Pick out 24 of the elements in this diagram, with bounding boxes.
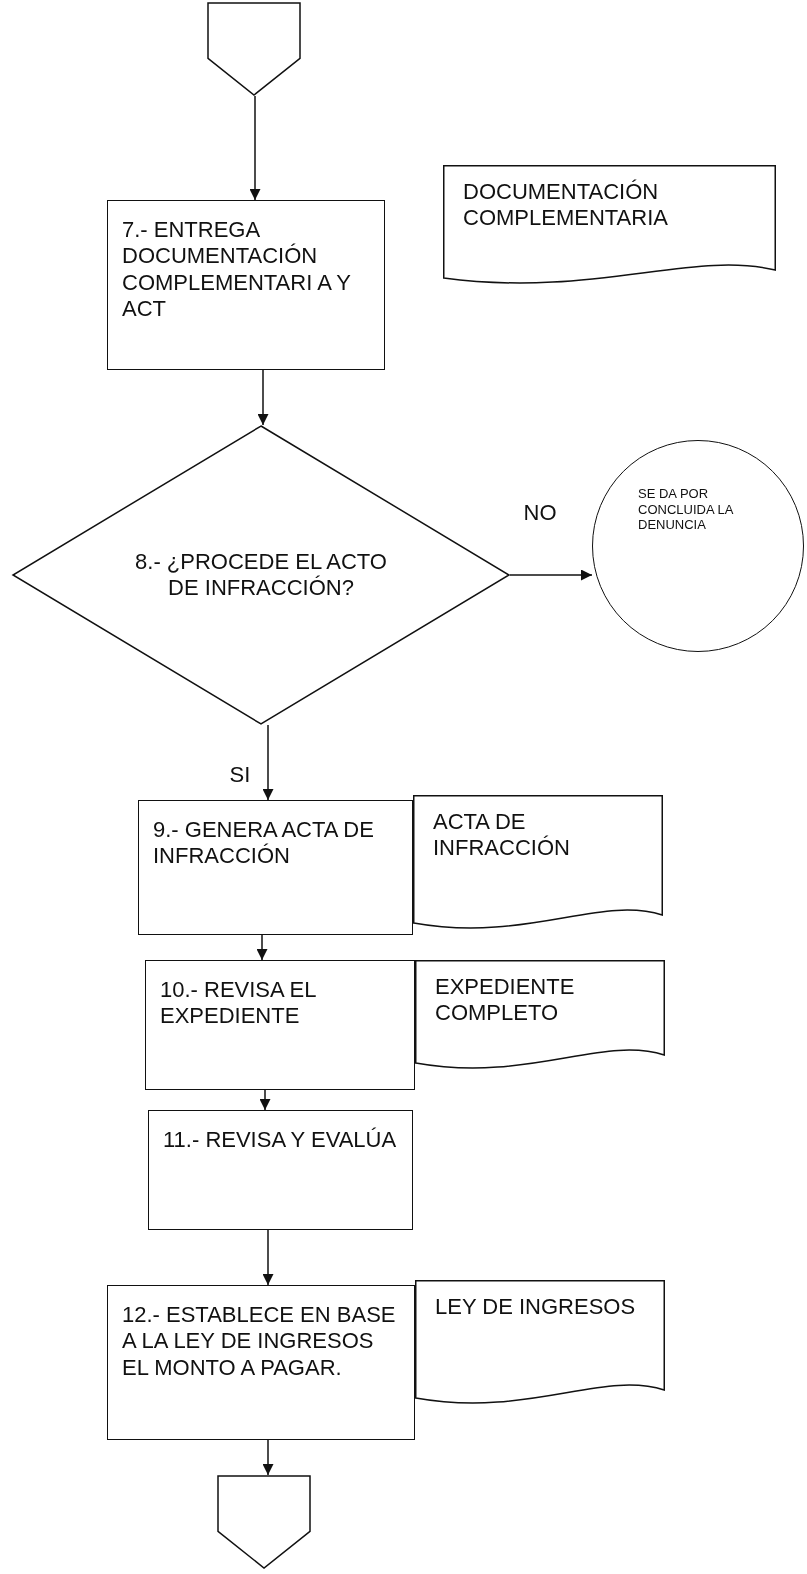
node-label: EXPEDIENTE COMPLETO [435, 974, 576, 1027]
process-box [138, 800, 413, 935]
node-label: 11.- REVISA Y EVALÚA [163, 1127, 398, 1154]
node-label: 12.- ESTABLECE EN BASE A LA LEY DE INGRESOS EL MONTO A PAGAR. [122, 1302, 397, 1382]
arrow [262, 1439, 274, 1476]
arrow [262, 724, 274, 801]
node-label: 7.- ENTREGA DOCUMENTACIÓN COMPLEMENTARI A Y ACT [122, 217, 352, 323]
node-label: 9.- GENERA ACTA DE INFRACCIÓN [153, 817, 375, 870]
node-label: 8.- ¿PROCEDE EL ACTO DE INFRACCIÓN? [134, 548, 388, 602]
arrow [257, 369, 269, 426]
process-box [148, 1110, 413, 1230]
node-label: DOCUMENTACIÓN COMPLEMENTARIA [463, 179, 669, 232]
node-label: SE DA POR CONCLUIDA LA DENUNCIA [638, 486, 735, 533]
arrow [249, 95, 261, 201]
node-label: ACTA DE INFRACCIÓN [433, 809, 571, 862]
arrow [262, 1229, 274, 1286]
arrow [256, 934, 268, 961]
process-box [107, 1285, 415, 1440]
process-box [145, 960, 415, 1090]
node-label: 10.- REVISA EL EXPEDIENTE [160, 977, 317, 1030]
node-label: LEY DE INGRESOS [435, 1294, 637, 1321]
arrow [509, 569, 593, 581]
arrow [259, 1089, 271, 1111]
process-box [107, 200, 385, 370]
